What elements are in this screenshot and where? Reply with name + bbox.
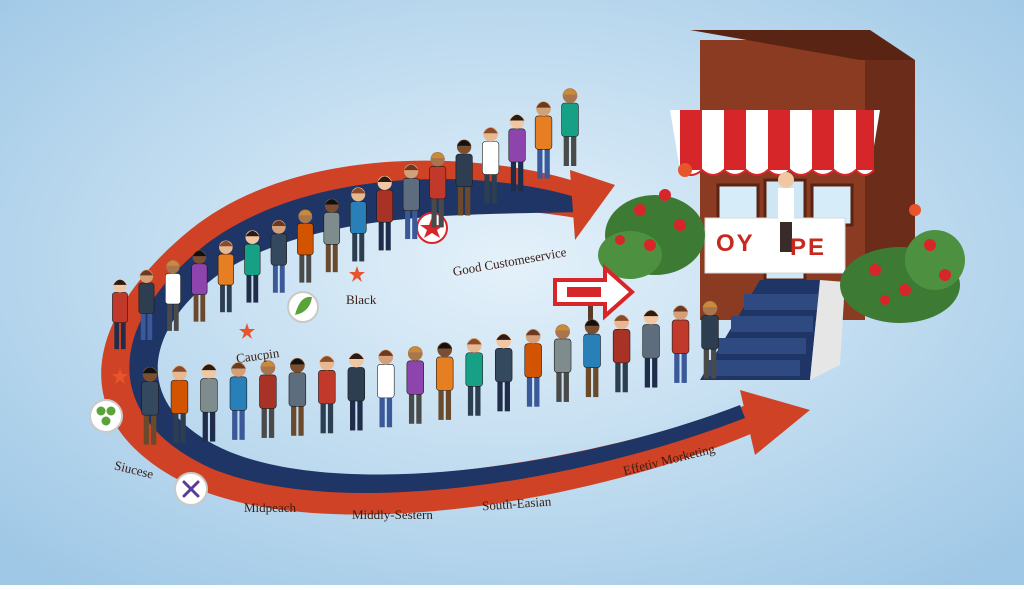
person (534, 101, 553, 179)
queue-people (112, 88, 719, 445)
shopkeeper-body (778, 188, 794, 222)
person (436, 342, 454, 420)
flower-bush-left (598, 163, 705, 279)
person (297, 209, 314, 283)
person (701, 300, 719, 379)
triple-dots-badge-icon (89, 399, 123, 433)
label-black: Black (346, 292, 377, 307)
small-star-icon (112, 368, 128, 384)
store-sign-right: PE (790, 234, 827, 261)
person (200, 363, 218, 442)
person (259, 360, 277, 438)
small-star-icon (349, 266, 365, 282)
person (112, 279, 128, 350)
striped-awning (670, 110, 880, 176)
person (494, 333, 513, 412)
person (583, 319, 601, 398)
person (465, 338, 483, 416)
store-sign-left: OY (716, 230, 755, 257)
label-middle-eastern: Middly-Sestern (352, 507, 433, 522)
person (138, 269, 155, 341)
leaf-badge-icon (287, 291, 319, 323)
person (376, 175, 394, 251)
person (508, 114, 526, 192)
person (323, 198, 341, 273)
person (170, 365, 189, 444)
person (191, 250, 208, 322)
person (524, 328, 542, 407)
person (217, 240, 234, 313)
person (288, 358, 307, 436)
person (455, 139, 473, 216)
store-roof (690, 30, 915, 60)
flower-bush-right (840, 204, 965, 323)
person (482, 127, 500, 204)
person (377, 349, 395, 428)
store-stairs (700, 280, 845, 380)
person (561, 88, 579, 167)
person (229, 362, 248, 440)
person (164, 260, 181, 331)
person (553, 324, 572, 402)
person (244, 230, 261, 303)
person (429, 152, 447, 228)
person (612, 314, 631, 393)
person (347, 352, 366, 431)
x-mark-badge-icon (174, 472, 208, 506)
small-star-icon (239, 323, 255, 339)
arrow-head-bottom (740, 390, 810, 455)
person (671, 305, 690, 383)
person (349, 187, 367, 262)
shopkeeper-head (778, 172, 794, 188)
arrow-head-top (570, 170, 615, 240)
store-sign-board (704, 217, 846, 274)
label-midpeach: Midpeach (244, 500, 296, 515)
person (406, 346, 424, 424)
person (402, 164, 420, 240)
person (318, 355, 336, 434)
person (141, 366, 159, 445)
person (270, 220, 287, 293)
person (642, 309, 660, 388)
storefront (670, 30, 915, 320)
